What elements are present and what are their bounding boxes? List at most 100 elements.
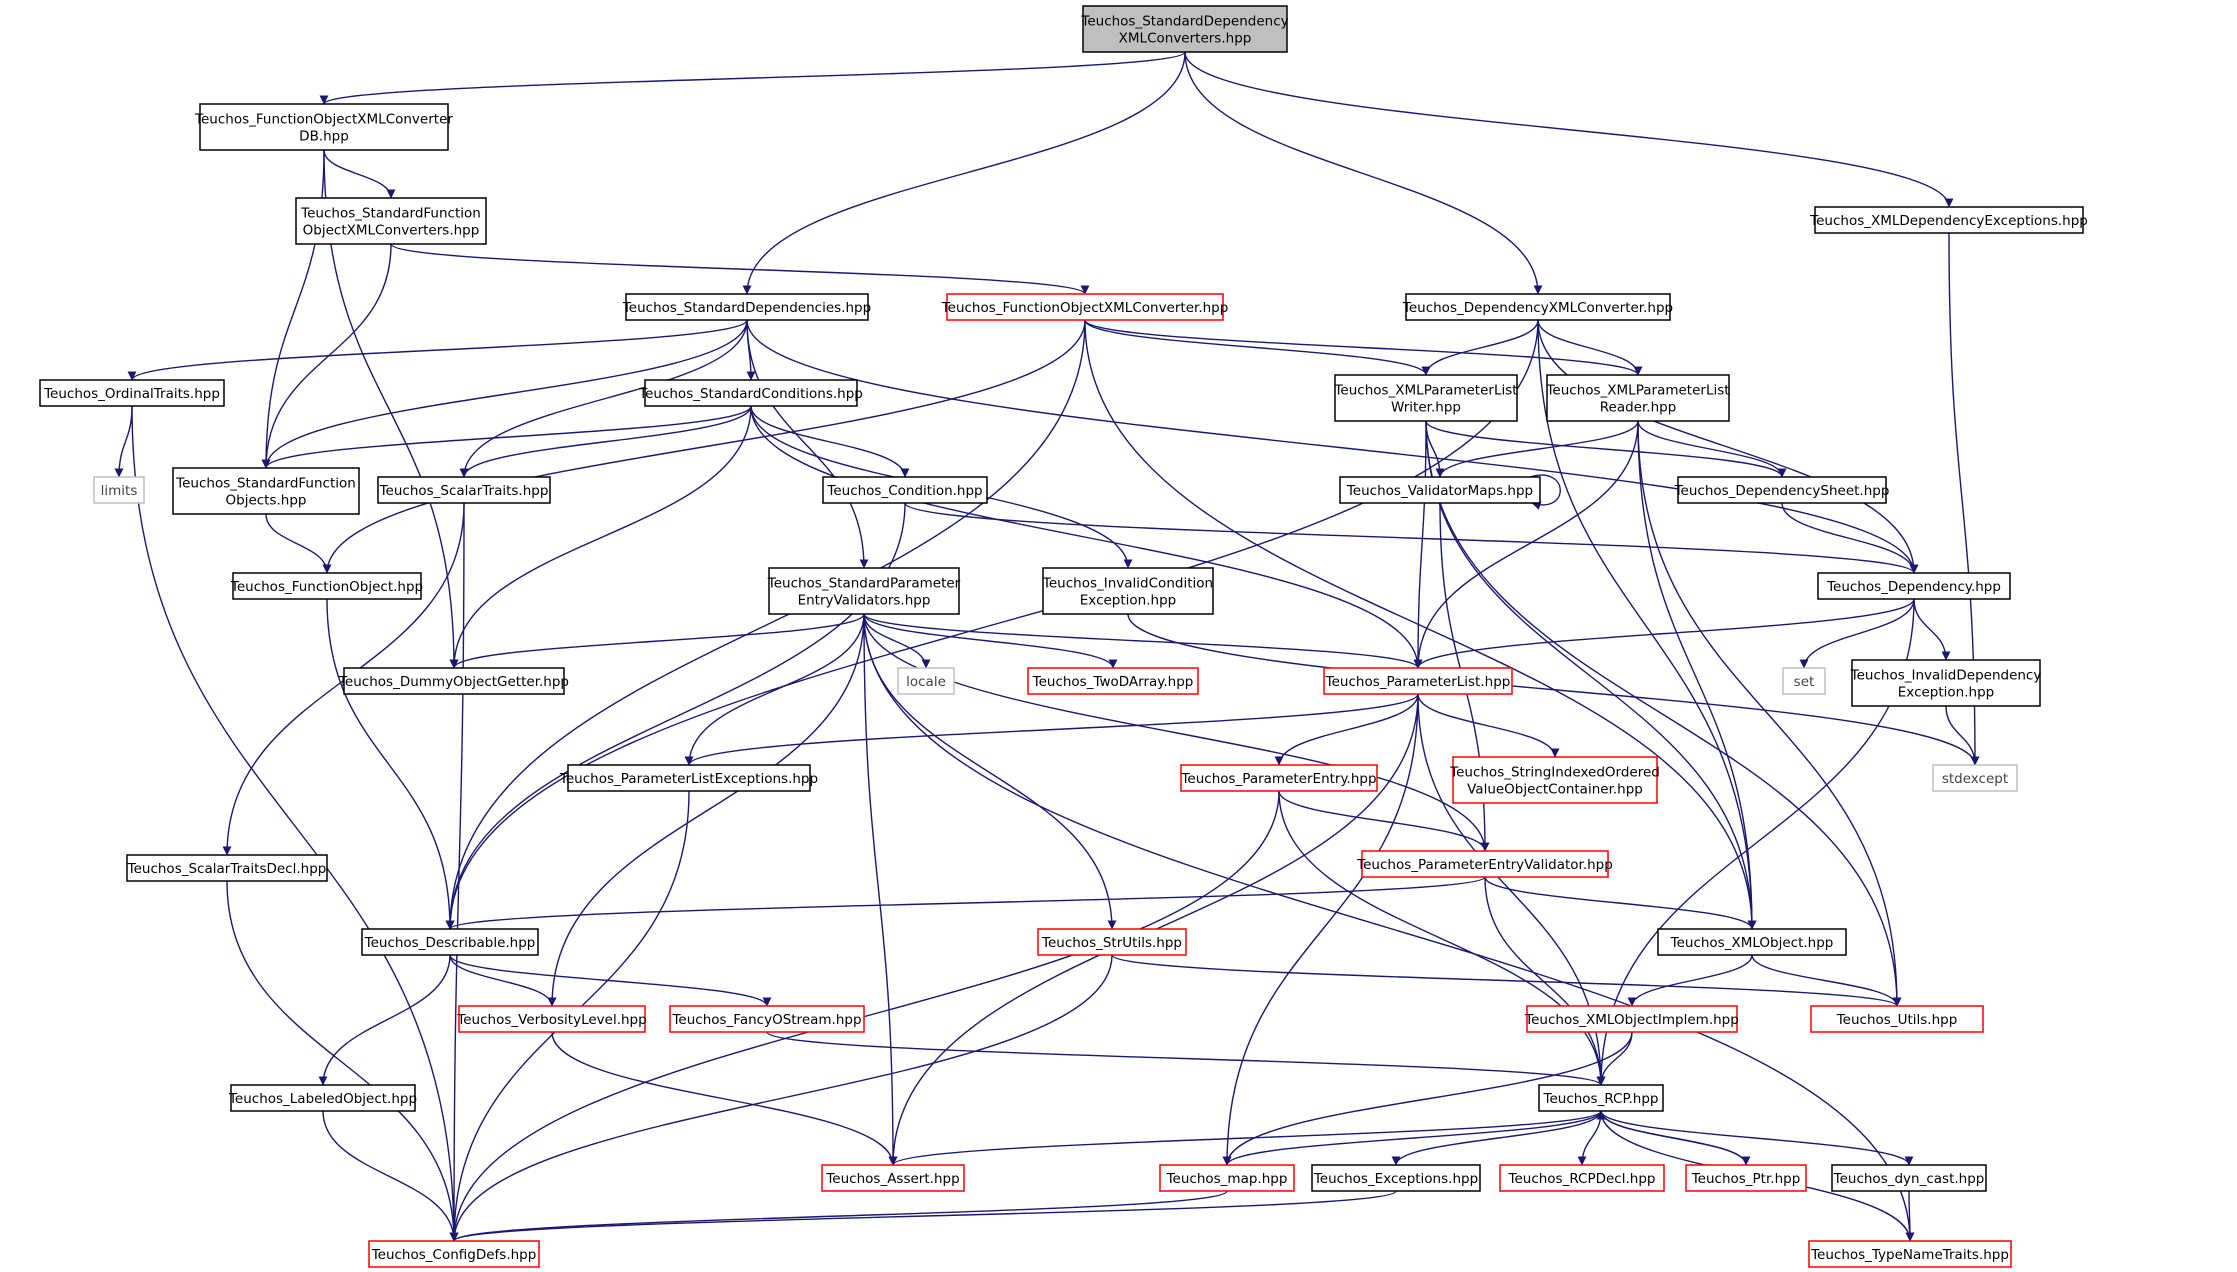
edge-depxml-to-plreader [1537,319,1643,376]
node-rcpdecl[interactable]: Teuchos_RCPDecl.hpp [1499,1164,1665,1192]
node-box [1452,756,1658,804]
node-box [458,1005,646,1033]
edge-ptr-to-rcp [1596,1110,1747,1166]
edge-rcp-to-dyncast [1600,1110,1914,1166]
edge-plreader-to-valmaps [1435,420,1639,478]
node-label: Teuchos_ConfigDefs.hpp [371,1247,537,1263]
node-label: EntryValidators.hpp [798,593,931,609]
edge-rcp-to-rcpdecl [1577,1110,1602,1166]
node-label: Teuchos_Assert.hpp [825,1171,959,1187]
node-stdexcept[interactable]: stdexcept [1932,764,2018,792]
node-label: Teuchos_ParameterListExceptions.hpp [559,771,818,787]
node-depxml[interactable]: Teuchos_DependencyXMLConverter.hpp [1402,293,1673,321]
node-pentry[interactable]: Teuchos_ParameterEntry.hpp [1180,764,1378,792]
node-box [821,1164,965,1192]
edge-stdpev-to-twod [863,613,1118,669]
edge-stdpev-to-plexc [684,613,865,766]
node-plexc[interactable]: Teuchos_ParameterListExceptions.hpp [559,764,818,792]
edge-describable-to-labeled [318,954,451,1086]
edge-plwriter-to-utils [1425,420,1902,1007]
node-root[interactable]: Teuchos_StandardDependencyXMLConverters.… [1080,5,1289,53]
node-depsheet[interactable]: Teuchos_DependencySheet.hpp [1674,476,1890,504]
node-verbosity[interactable]: Teuchos_VerbosityLevel.hpp [456,1005,647,1033]
node-stdconds[interactable]: Teuchos_StandardConditions.hpp [638,379,863,407]
node-fancy[interactable]: Teuchos_FancyOStream.hpp [669,1005,865,1033]
node-dummy[interactable]: Teuchos_DummyObjectGetter.hpp [338,667,569,695]
node-xmlobject[interactable]: Teuchos_XMLObject.hpp [1657,928,1847,956]
node-label: Exception.hpp [1898,685,1994,701]
node-rcp[interactable]: Teuchos_RCP.hpp [1538,1084,1664,1112]
edge-fox_db-to-stdfoxml [323,149,396,199]
node-valmaps[interactable]: Teuchos_ValidatorMaps.hpp [1339,476,1541,504]
node-ptr[interactable]: Teuchos_Ptr.hpp [1685,1164,1807,1192]
node-limits[interactable]: limits [93,476,145,504]
node-label: ValueObjectContainer.hpp [1467,782,1643,798]
node-box [897,667,955,695]
edge-stdpev-to-paramlist [863,613,1423,669]
node-box [93,476,145,504]
node-label: Teuchos_FunctionObject.hpp [230,579,423,595]
node-box [1027,667,1199,695]
node-strutils[interactable]: Teuchos_StrUtils.hpp [1037,928,1187,956]
node-sivoc[interactable]: Teuchos_StringIndexedOrderedValueObjectC… [1449,756,1660,804]
node-box [625,293,869,321]
node-twod[interactable]: Teuchos_TwoDArray.hpp [1027,667,1199,695]
node-exceptions[interactable]: Teuchos_Exceptions.hpp [1311,1164,1481,1192]
node-describable[interactable]: Teuchos_Describable.hpp [361,928,539,956]
node-label: Writer.hpp [1391,400,1461,416]
edge-stddeps-to-scalartraits [459,319,748,478]
node-dependency[interactable]: Teuchos_Dependency.hpp [1817,572,2011,600]
node-label: locale [906,674,946,690]
edge-stdfuncobj-to-funcobj [265,513,332,574]
node-label: Teuchos_InvalidDependency [1850,668,2042,684]
node-ordinal[interactable]: Teuchos_OrdinalTraits.hpp [39,379,225,407]
node-funcobj[interactable]: Teuchos_FunctionObject.hpp [230,572,423,600]
node-label: Teuchos_ValidatorMaps.hpp [1346,483,1533,499]
node-stddeps[interactable]: Teuchos_StandardDependencies.hpp [622,293,871,321]
node-dyncast[interactable]: Teuchos_dyn_cast.hpp [1831,1164,1987,1192]
node-box [295,197,487,245]
node-xmlobjimpl[interactable]: Teuchos_XMLObjectImplem.hpp [1524,1005,1739,1033]
node-label: Teuchos_DependencyXMLConverter.hpp [1402,300,1673,316]
node-set[interactable]: set [1782,667,1826,695]
node-label: Teuchos_map.hpp [1166,1171,1288,1187]
node-label: Teuchos_StandardFunction [175,476,356,492]
node-label: Teuchos_LabeledObject.hpp [228,1091,417,1107]
node-label: Teuchos_XMLParameterList [1333,383,1517,399]
node-scalartraits[interactable]: Teuchos_ScalarTraits.hpp [377,476,551,504]
node-label: Teuchos_XMLParameterList [1545,383,1729,399]
node-label: Teuchos_XMLDependencyExceptions.hpp [1809,213,2088,229]
node-label: ObjectXMLConverters.hpp [303,223,480,239]
node-scalartraitsdecl[interactable]: Teuchos_ScalarTraitsDecl.hpp [126,854,328,882]
node-paramlist[interactable]: Teuchos_ParameterList.hpp [1323,667,1513,695]
node-label: Teuchos_VerbosityLevel.hpp [456,1012,646,1028]
edge-stddeps-to-stdfuncobj [261,319,748,469]
node-stdfoxml[interactable]: Teuchos_StandardFunctionObjectXMLConvert… [295,197,487,245]
node-pev[interactable]: Teuchos_ParameterEntryValidator.hpp [1356,850,1613,878]
node-xmldepexc[interactable]: Teuchos_XMLDependencyExceptions.hpp [1809,206,2088,234]
node-assert[interactable]: Teuchos_Assert.hpp [821,1164,965,1192]
edge-exceptions-to-configdefs [449,1190,1397,1242]
node-label: Teuchos_StandardParameter [767,576,961,592]
node-stdpev[interactable]: Teuchos_StandardParameterEntryValidators… [767,567,961,615]
edge-depxml-to-xmlobject [1537,319,1757,930]
node-box [1677,476,1887,504]
edge-root-to-xmldepexc [1184,51,1954,208]
node-condition[interactable]: Teuchos_Condition.hpp [822,476,988,504]
node-utils[interactable]: Teuchos_Utils.hpp [1810,1005,1984,1033]
edge-stdconds-to-stdfuncobj [261,405,752,469]
node-label: Teuchos_Utils.hpp [1836,1012,1958,1028]
node-configdefs[interactable]: Teuchos_ConfigDefs.hpp [368,1240,540,1268]
node-typename[interactable]: Teuchos_TypeNameTraits.hpp [1808,1240,2012,1268]
node-map[interactable]: Teuchos_map.hpp [1159,1164,1295,1192]
node-foxconv[interactable]: Teuchos_FunctionObjectXMLConverter.hpp [941,293,1229,321]
node-labeled[interactable]: Teuchos_LabeledObject.hpp [228,1084,417,1112]
node-locale[interactable]: locale [897,667,955,695]
node-label: Teuchos_FunctionObjectXMLConverter [194,112,453,128]
